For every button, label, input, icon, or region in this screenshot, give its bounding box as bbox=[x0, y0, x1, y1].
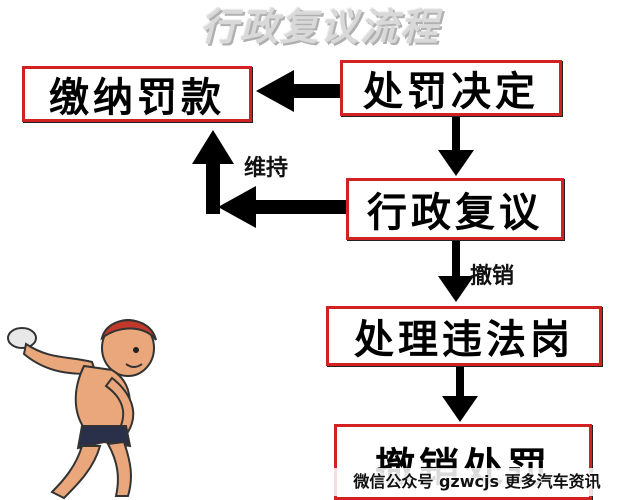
cartoon-athlete-illustration bbox=[7, 319, 157, 500]
arrow-decision-to-pay bbox=[256, 70, 340, 112]
diagram-title: 行政复议流程 bbox=[199, 5, 440, 49]
arrow-decision-to-review bbox=[438, 116, 474, 176]
node-handle-violation-post: 处理违法岗 bbox=[326, 306, 602, 366]
edge-label-maintain: 维持 bbox=[244, 156, 289, 181]
arrow-review-maintain bbox=[192, 130, 346, 228]
node-pay-fine: 缴纳罚款 bbox=[22, 66, 252, 122]
node-administrative-review: 行政复议 bbox=[346, 178, 564, 240]
arrow-review-to-post bbox=[438, 240, 474, 302]
edge-label-revoke: 撤销 bbox=[470, 264, 515, 289]
source-watermark: 微信公众号 gzwcjs 更多汽车资讯 bbox=[318, 468, 636, 496]
node-penalty-decision: 处罚决定 bbox=[340, 60, 562, 116]
arrow-post-to-revoke bbox=[442, 366, 478, 422]
